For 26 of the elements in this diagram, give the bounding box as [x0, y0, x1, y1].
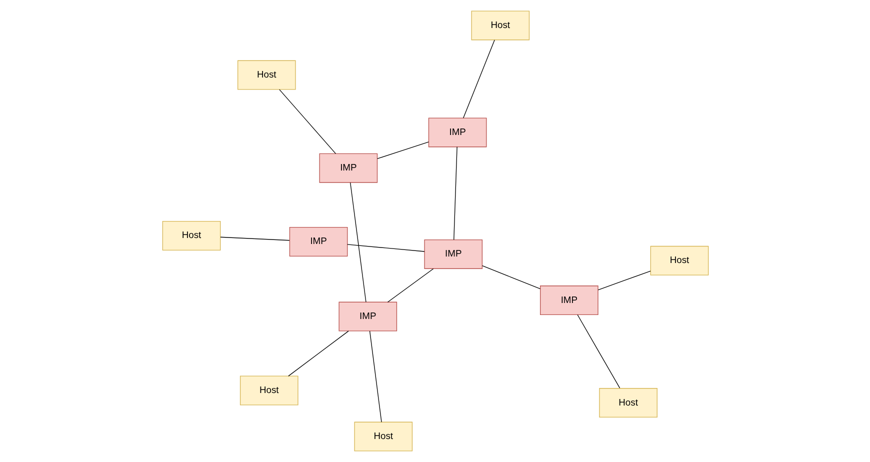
node-box: IMP — [424, 239, 482, 269]
connector — [220, 236, 290, 241]
connector — [576, 314, 620, 388]
connector — [368, 330, 382, 422]
node-box: Host — [162, 221, 220, 250]
node-box: Host — [650, 246, 708, 276]
node-box: Host — [239, 376, 298, 406]
connector — [288, 330, 348, 376]
connector — [453, 146, 457, 240]
node-box: IMP — [318, 153, 378, 183]
connector — [597, 270, 650, 290]
node-box: IMP — [428, 118, 486, 148]
connector — [386, 268, 434, 302]
node-box: Host — [236, 60, 296, 90]
node-box: Host — [598, 388, 657, 418]
connector — [376, 142, 428, 159]
connector — [278, 89, 336, 154]
node-box: Host — [470, 10, 530, 40]
connector — [349, 182, 366, 302]
connector — [346, 244, 424, 252]
node-box: IMP — [338, 302, 397, 332]
connector — [462, 40, 494, 118]
node-box: IMP — [288, 227, 348, 256]
node-box: IMP — [540, 286, 598, 316]
connector — [481, 265, 540, 290]
node-box: Host — [354, 422, 412, 452]
